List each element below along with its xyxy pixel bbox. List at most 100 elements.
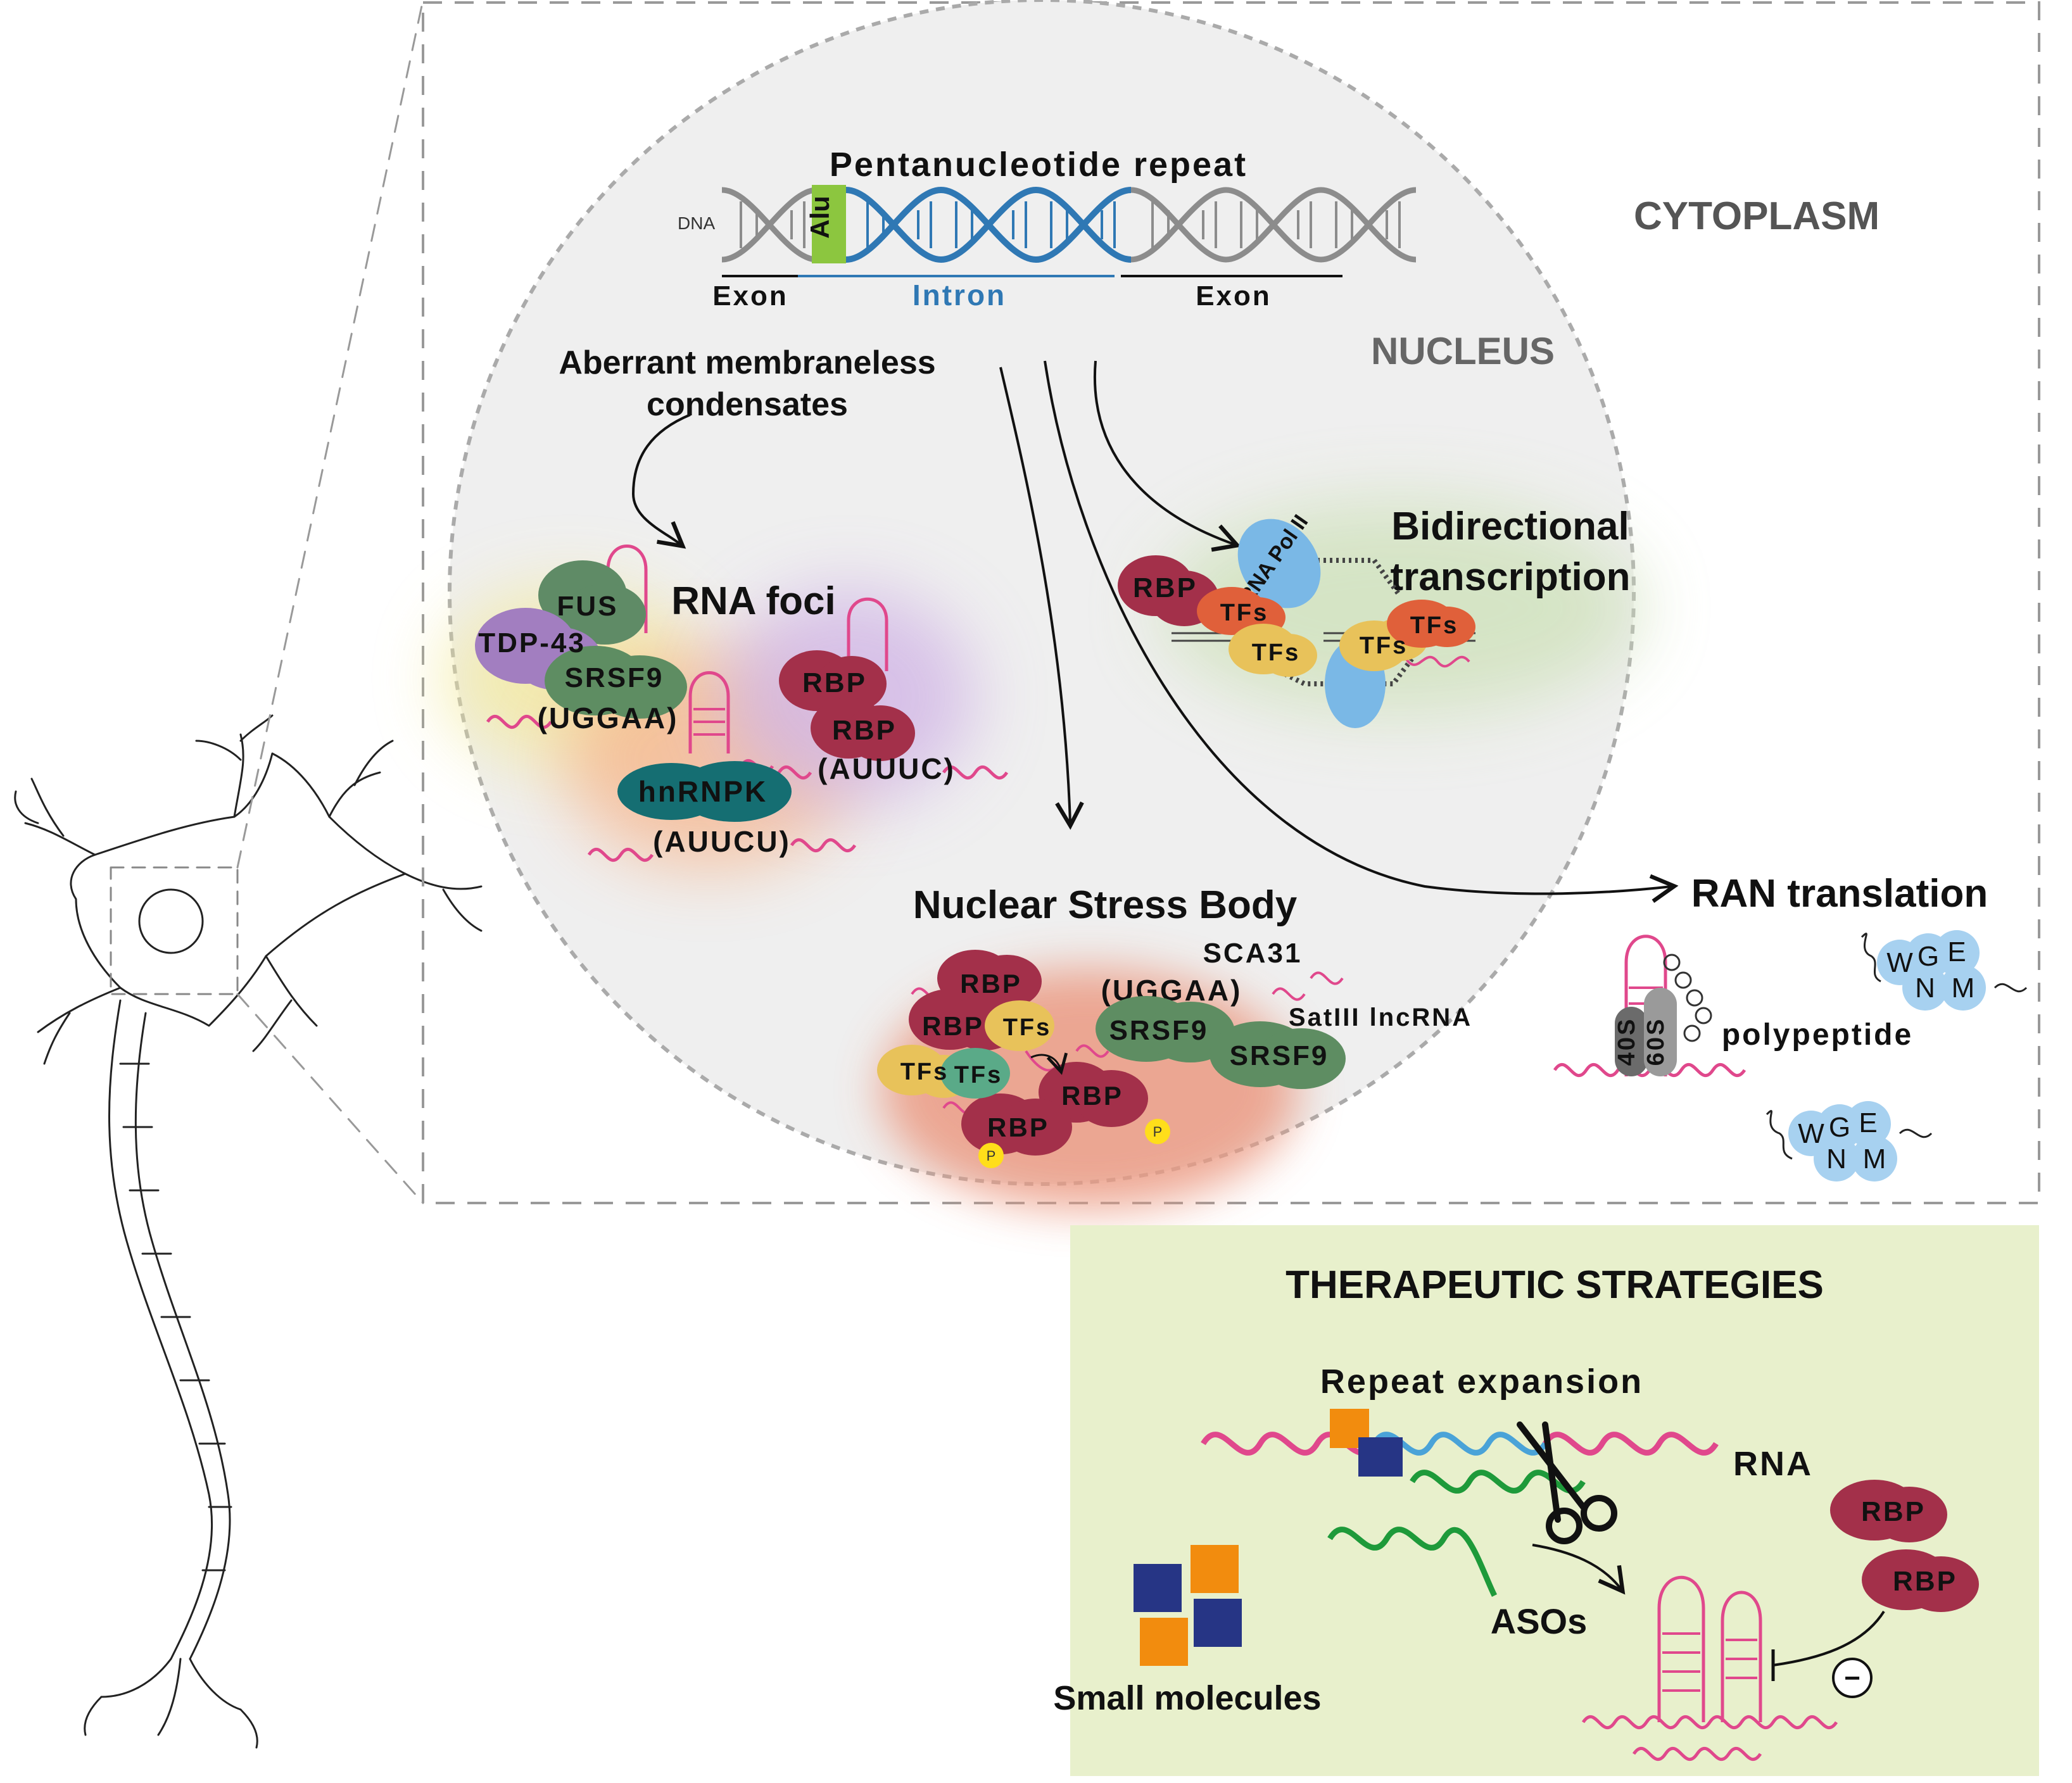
pep1-n: N [1915,973,1935,1004]
tfs-label-1: TFs [1220,600,1269,626]
hnrnpk-blob [617,761,792,822]
nucleus-label: NUCLEUS [1371,330,1555,372]
dna-label: DNA [678,213,715,233]
aso-green-2 [1327,1527,1498,1597]
nsb-srsf9-label-2: SRSF9 [1230,1040,1329,1071]
pep2-e: E [1859,1107,1877,1138]
nsb-rbp-label-4: RBP [987,1112,1049,1142]
dna-helix-gray-right [1130,187,1417,263]
nsb-rbp-blob-3 [1039,1062,1148,1127]
peptide-1: W G E N M [1860,930,2028,1011]
ran-title: RAN translation [1691,872,1988,916]
therapy-rbp-label-1: RBP [1861,1496,1926,1527]
rbp-label-2: RBP [832,715,897,746]
pep2-w: W [1798,1118,1824,1149]
tfs-blob-4 [1387,600,1475,648]
nsb-rbp-blob-4 [961,1093,1072,1156]
nsb-srsf9-label-1: SRSF9 [1109,1015,1209,1046]
hnrnpk-label: hnRNPK [638,775,768,808]
bidir-line2: transcription [1391,555,1631,599]
rbp-blob-1 [779,650,887,712]
exon-right-label: Exon [1196,280,1272,312]
ribosome-40s [1615,1007,1648,1076]
neuron-soma [70,752,407,1027]
nsb-tfs-label-3: TFs [954,1062,1003,1088]
neuron-axon [108,999,231,1660]
rna-foci: RNA foci FUS [475,545,1009,862]
s40-label: 40S [1614,1018,1640,1066]
small-molecules-icon [1134,1545,1242,1666]
uggaa-label: (UGGAA) [538,702,679,734]
polypeptide-label: polypeptide [1722,1018,1913,1052]
phospho-1 [978,1143,1004,1168]
therapy-rbp-blob-1 [1830,1480,1947,1542]
rbp-blob-2 [811,698,915,761]
tfs-label-3: TFs [1360,633,1408,659]
sca31-label: SCA31 [1203,938,1303,969]
alu-label: Alu [805,196,835,239]
condensates-line2: condensates [647,386,848,423]
pep2-g: G [1829,1112,1850,1143]
pep2-m: M [1863,1144,1886,1175]
dna-schematic: Pentanucleotide repeat DNA Alu Exon Intr… [678,146,1417,312]
pep2-n: N [1826,1144,1847,1175]
zoom-box [110,866,239,995]
minus-label: − [1844,1663,1860,1694]
rna-strand-right [1543,1432,1719,1456]
intron-label: Intron [913,279,1006,312]
tfs-label-2: TFs [1252,639,1301,666]
tfs-label-4: TFs [1410,612,1459,639]
nsb-rbp-label-1: RBP [960,969,1022,999]
neuron-illustration [14,0,483,1749]
nsb-title: Nuclear Stress Body [913,883,1298,927]
rbp-label-1: RBP [802,667,867,698]
tfs-blob-2 [1229,624,1317,677]
fus-blob [538,560,646,645]
rna-foci-title: RNA foci [671,579,835,623]
srsf9-blob [545,646,687,719]
dna-helix-blue [845,186,1132,263]
bidir-rbp-blob [1118,555,1219,626]
nsb-tfs-blob-3 [940,1048,1010,1099]
nsb-tfs-label-2: TFs [900,1059,949,1085]
cytoplasm-label: CYTOPLASM [1634,194,1879,238]
phospho-2 [1145,1119,1170,1144]
bidir-rbp-label: RBP [1133,572,1197,603]
inhibition-line [1772,1610,1885,1666]
pep1-m: M [1952,973,1975,1004]
alu-box [812,185,846,263]
small-molecules-label: Small molecules [1053,1679,1321,1717]
nsb-rbp-label-3: RBP [1061,1081,1123,1111]
rna-hairpins [1581,1575,1838,1761]
nuclear-stress-body: Nuclear Stress Body SCA31 (UGGAA) SatIII… [877,883,1472,1168]
dna-helix-gray-left [721,187,818,263]
condensates-line1: Aberrant membraneless [559,344,935,381]
nsb-srsf9-blob-2 [1210,1021,1346,1089]
peptide-2: W G E N M [1766,1101,1933,1181]
cell-zoom-frame [422,1,2040,1204]
tdp43-label: TDP-43 [478,627,586,658]
fus-label: FUS [557,591,619,622]
pathway-arrows [631,360,1679,904]
pep1-g: G [1917,941,1939,972]
neuron-nucleus [138,888,204,954]
nsb-tfs-blob-1 [985,1000,1054,1051]
exon-left-label: Exon [712,280,788,312]
phospho-label-1: P [987,1148,996,1164]
s60-label: 60S [1643,1018,1669,1066]
srsf9-label: SRSF9 [565,662,664,693]
therapy-title: THERAPEUTIC STRATEGIES [1286,1263,1824,1307]
asos-label: ASOs [1491,1601,1588,1641]
phospho-label-2: P [1153,1124,1163,1140]
satiii-label: SatIII lncRNA [1289,1004,1472,1031]
auuuc-label: (AUUUC) [818,752,956,785]
minus-circle [1832,1658,1873,1698]
therapy-rbp-blob-2 [1862,1549,1979,1612]
rna-label: RNA [1733,1445,1813,1483]
repeat-expansion-label: Repeat expansion [1320,1363,1643,1401]
dna-title: Pentanucleotide repeat [830,146,1248,184]
navy-square-small [1358,1437,1403,1477]
nsb-rbp-label-2: RBP [922,1011,984,1041]
nsb-tfs-label-1: TFs [1003,1014,1052,1041]
